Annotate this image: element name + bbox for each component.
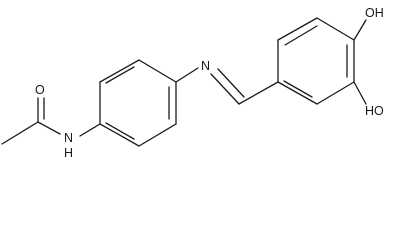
- hydroxyl-bond-bottom: [353, 81, 367, 105]
- ring-bond: [99, 59, 140, 83]
- ring-bond: [316, 81, 355, 105]
- amide-nitrogen-to-carbonyl-bond: [37, 121, 61, 135]
- ring-bond: [138, 59, 177, 83]
- amide-hydrogen-label: H: [64, 146, 73, 160]
- catechol-ring: [277, 17, 355, 105]
- ring-double-bond: [105, 122, 135, 140]
- hydroxyl-label-top: OH: [365, 6, 384, 20]
- ring-bond: [99, 123, 140, 147]
- chemical-structure-diagram: OH HO N N H O: [1, 6, 384, 160]
- amide-oxygen-label: O: [35, 83, 45, 97]
- hydroxyl-bond-top: [353, 19, 367, 41]
- imine-double-bond-inner: [217, 68, 245, 98]
- imine-nitrogen-label: N: [201, 59, 210, 73]
- amide-nitrogen-label: N: [64, 131, 73, 145]
- ring-bond: [316, 17, 355, 41]
- phenylene-ring: [99, 59, 177, 147]
- carbonyl-to-methyl-bond: [1, 121, 39, 145]
- hydroxyl-label-bottom: HO: [365, 104, 384, 118]
- ring-bond: [138, 123, 177, 147]
- ring-bond: [277, 81, 318, 105]
- ring-double-bond: [283, 80, 313, 98]
- ring-double-bond: [284, 25, 318, 46]
- ring-to-amide-nitrogen-bond: [79, 123, 101, 137]
- ring-bond: [277, 17, 318, 41]
- ring-double-bond: [105, 66, 135, 84]
- nitrogen-to-ring-bond: [175, 67, 199, 83]
- imine-double-bond-outer: [210, 73, 240, 105]
- ring-to-methine-bond: [238, 81, 279, 105]
